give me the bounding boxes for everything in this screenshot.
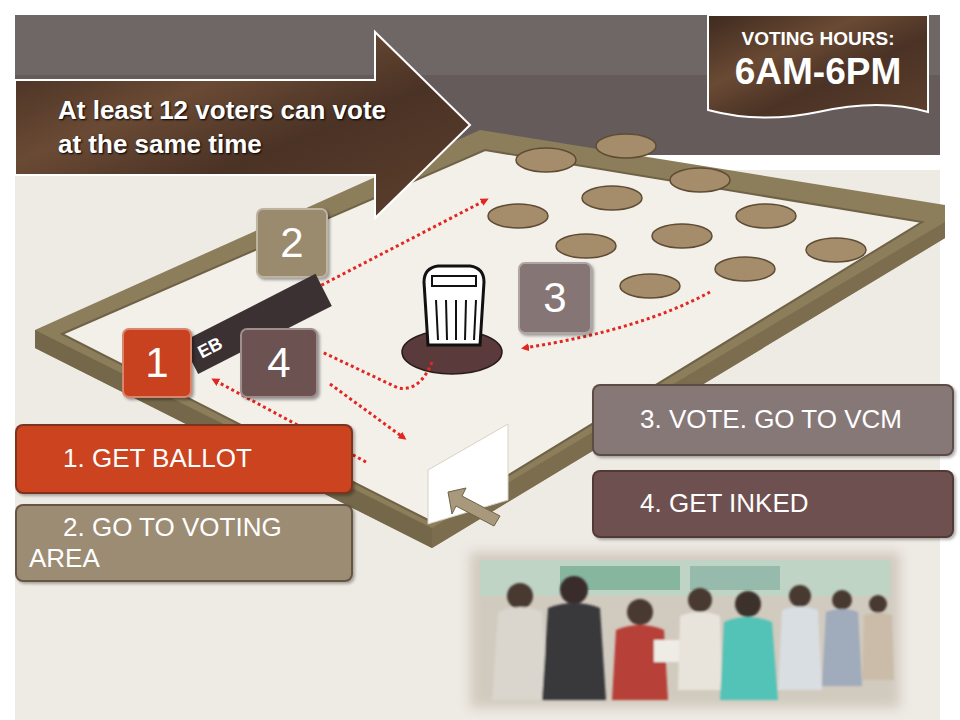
node-label: VOTING HOURS: bbox=[741, 28, 894, 51]
callout-number: 3 bbox=[518, 262, 592, 334]
banner-arrow: At least 12 voters can vote at the same … bbox=[18, 82, 398, 174]
node-label: 3 bbox=[543, 277, 566, 319]
callout-number: 2 bbox=[256, 208, 328, 278]
step-box: 1. GET BALLOT bbox=[15, 424, 353, 494]
node-value: 6AM-6PM bbox=[735, 51, 902, 94]
hours-plaque: VOTING HOURS:6AM-6PM bbox=[708, 18, 928, 104]
node-label: 4 bbox=[267, 342, 290, 384]
step-box: 3. VOTE. GO TO VCM bbox=[592, 384, 954, 456]
node-label: 2 bbox=[280, 222, 303, 264]
callout-number: 4 bbox=[240, 328, 318, 398]
node-label: At least 12 voters can vote at the same … bbox=[58, 94, 398, 162]
node-label: EB bbox=[195, 334, 225, 361]
node-label: 2. GO TO VOTING AREA bbox=[29, 512, 339, 574]
node-label: 4. GET INKED bbox=[606, 488, 809, 519]
step-box: 2. GO TO VOTING AREA bbox=[15, 504, 353, 582]
node-label: 1 bbox=[145, 342, 168, 384]
step-box: 4. GET INKED bbox=[592, 470, 954, 538]
node-label: 1. GET BALLOT bbox=[29, 443, 252, 474]
node-label: 3. VOTE. GO TO VCM bbox=[606, 404, 902, 435]
callout-number: 1 bbox=[122, 328, 192, 398]
